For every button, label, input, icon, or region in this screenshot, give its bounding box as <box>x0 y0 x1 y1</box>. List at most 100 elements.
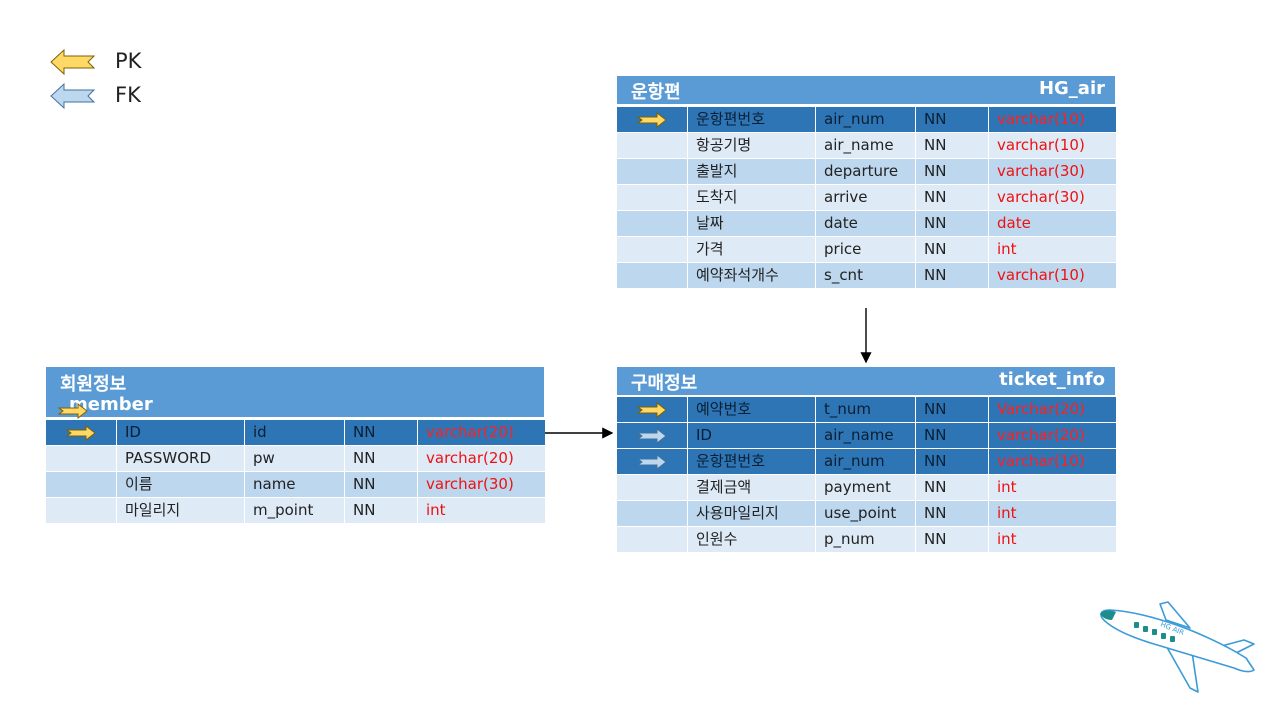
label-cell: 예약번호 <box>687 396 816 423</box>
null-cell: NN <box>915 132 989 159</box>
label-cell: 날짜 <box>687 210 816 237</box>
type-cell: varchar(30) <box>988 158 1117 185</box>
ticket-table-korean-name: 구매정보 <box>631 373 698 394</box>
column-cell: arrive <box>815 184 916 211</box>
null-cell: NN <box>915 262 989 289</box>
null-cell: NN <box>344 419 418 446</box>
column-cell: air_num <box>815 106 916 133</box>
pk-legend-label: PK <box>115 49 142 73</box>
marker-cell <box>616 526 688 553</box>
null-cell: NN <box>344 497 418 524</box>
label-cell: 이름 <box>116 471 245 498</box>
marker-cell <box>45 445 117 472</box>
column-cell: pw <box>244 445 345 472</box>
column-cell: departure <box>815 158 916 185</box>
column-cell: s_cnt <box>815 262 916 289</box>
label-cell: 가격 <box>687 236 816 263</box>
marker-cell <box>616 132 688 159</box>
marker-cell <box>616 448 688 475</box>
null-cell: NN <box>344 471 418 498</box>
pk-marker-arrow-icon <box>637 111 667 128</box>
ticket-table-header: 구매정보 ticket_info <box>617 367 1115 395</box>
marker-cell <box>616 184 688 211</box>
marker-cell <box>616 158 688 185</box>
column-cell: price <box>815 236 916 263</box>
flight-table-header: 운항편 HG_air <box>617 76 1115 104</box>
marker-cell <box>616 422 688 449</box>
label-cell: 예약좌석개수 <box>687 262 816 289</box>
marker-cell <box>616 474 688 501</box>
label-cell: 운항편번호 <box>687 448 816 475</box>
fk-legend-label: FK <box>115 83 141 107</box>
type-cell: int <box>988 526 1117 553</box>
pk-legend-arrow-icon <box>50 48 96 76</box>
type-cell: int <box>988 500 1117 527</box>
null-cell: NN <box>915 448 989 475</box>
member-header-pk-arrow-icon <box>57 402 88 424</box>
null-cell: NN <box>915 236 989 263</box>
pk-marker-arrow-icon <box>66 424 96 441</box>
type-cell: date <box>988 210 1117 237</box>
column-cell: air_name <box>815 422 916 449</box>
pk-marker-arrow-icon <box>637 401 667 418</box>
type-cell: int <box>988 474 1117 501</box>
null-cell: NN <box>344 445 418 472</box>
type-cell: int <box>417 497 546 524</box>
label-cell: 사용마일리지 <box>687 500 816 527</box>
type-cell: varchar(20) <box>417 445 546 472</box>
column-cell: id <box>244 419 345 446</box>
type-cell: varchar(20) <box>417 419 546 446</box>
marker-cell <box>45 471 117 498</box>
null-cell: NN <box>915 422 989 449</box>
column-cell: date <box>815 210 916 237</box>
marker-cell <box>616 262 688 289</box>
marker-cell <box>45 419 117 446</box>
type-cell: varchar(10) <box>988 106 1117 133</box>
null-cell: NN <box>915 526 989 553</box>
label-cell: 항공기명 <box>687 132 816 159</box>
ticket-table-english-name: ticket_info <box>999 369 1105 390</box>
label-cell: ID <box>116 419 245 446</box>
member-table-header: 회원정보 _member <box>46 367 544 420</box>
null-cell: NN <box>915 210 989 237</box>
type-cell: Varchar(20) <box>988 396 1117 423</box>
label-cell: 도착지 <box>687 184 816 211</box>
marker-cell <box>616 396 688 423</box>
column-cell: t_num <box>815 396 916 423</box>
fk-marker-arrow-icon <box>637 453 667 470</box>
type-cell: varchar(30) <box>417 471 546 498</box>
label-cell: 마일리지 <box>116 497 245 524</box>
column-cell: air_name <box>815 132 916 159</box>
type-cell: int <box>988 236 1117 263</box>
column-cell: payment <box>815 474 916 501</box>
marker-cell <box>616 106 688 133</box>
type-cell: varchar(10) <box>988 132 1117 159</box>
column-cell: use_point <box>815 500 916 527</box>
type-cell: varchar(10) <box>988 448 1117 475</box>
column-cell: air_num <box>815 448 916 475</box>
label-cell: 출발지 <box>687 158 816 185</box>
member-table-korean-name: 회원정보 <box>60 374 127 395</box>
label-cell: 운항편번호 <box>687 106 816 133</box>
airplane-icon: HG AIR <box>1100 601 1255 693</box>
null-cell: NN <box>915 184 989 211</box>
null-cell: NN <box>915 396 989 423</box>
